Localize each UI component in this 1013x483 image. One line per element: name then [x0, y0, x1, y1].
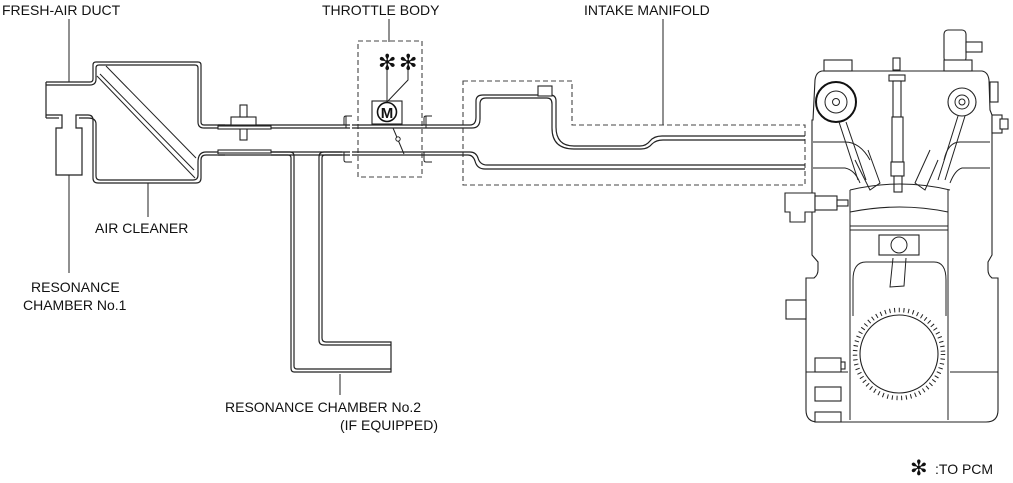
- resonance-chamber-1-label-line2: CHAMBER No.1: [23, 297, 127, 313]
- pcm-asterisk-icon: ✻: [399, 51, 417, 76]
- air-cleaner-label: AIR CLEANER: [95, 220, 188, 236]
- resonance-chamber-2-label-line1: RESONANCE CHAMBER No.2: [225, 399, 421, 415]
- flange-left: [343, 115, 352, 163]
- throttle-motor-icon: [376, 101, 398, 123]
- legend: ✻ :TO PCM: [910, 456, 993, 480]
- legend-text: :TO PCM: [935, 461, 993, 477]
- resonance-chamber-2-label-line2: (IF EQUIPPED): [340, 417, 438, 433]
- throttle-motor-symbol: M: [381, 105, 394, 122]
- intake-manifold-label: INTAKE MANIFOLD: [584, 2, 710, 18]
- throttle-body: M ✻ ✻: [352, 40, 428, 178]
- crankshaft-pulley: [859, 314, 939, 394]
- engine: [784, 29, 1009, 423]
- throttle-body-label: THROTTLE BODY: [322, 2, 440, 18]
- intake-manifold: [462, 80, 806, 186]
- air-hose: [217, 104, 350, 156]
- legend-asterisk-icon: ✻: [910, 456, 928, 480]
- resonance-chamber-2: [217, 151, 392, 373]
- manifold-port-cap: [537, 85, 553, 97]
- intake-manifold-outline: [462, 80, 806, 186]
- fresh-air-duct-label: FRESH-AIR DUCT: [2, 2, 121, 18]
- resonance-chamber-1-label-line1: RESONANCE: [31, 279, 120, 295]
- throttle-body-outline: [357, 40, 423, 178]
- air-cleaner-filter: [96, 65, 197, 179]
- fresh-air-duct: [45, 61, 225, 184]
- flange-right: [423, 115, 462, 163]
- pcm-asterisk-icon: ✻: [378, 51, 396, 76]
